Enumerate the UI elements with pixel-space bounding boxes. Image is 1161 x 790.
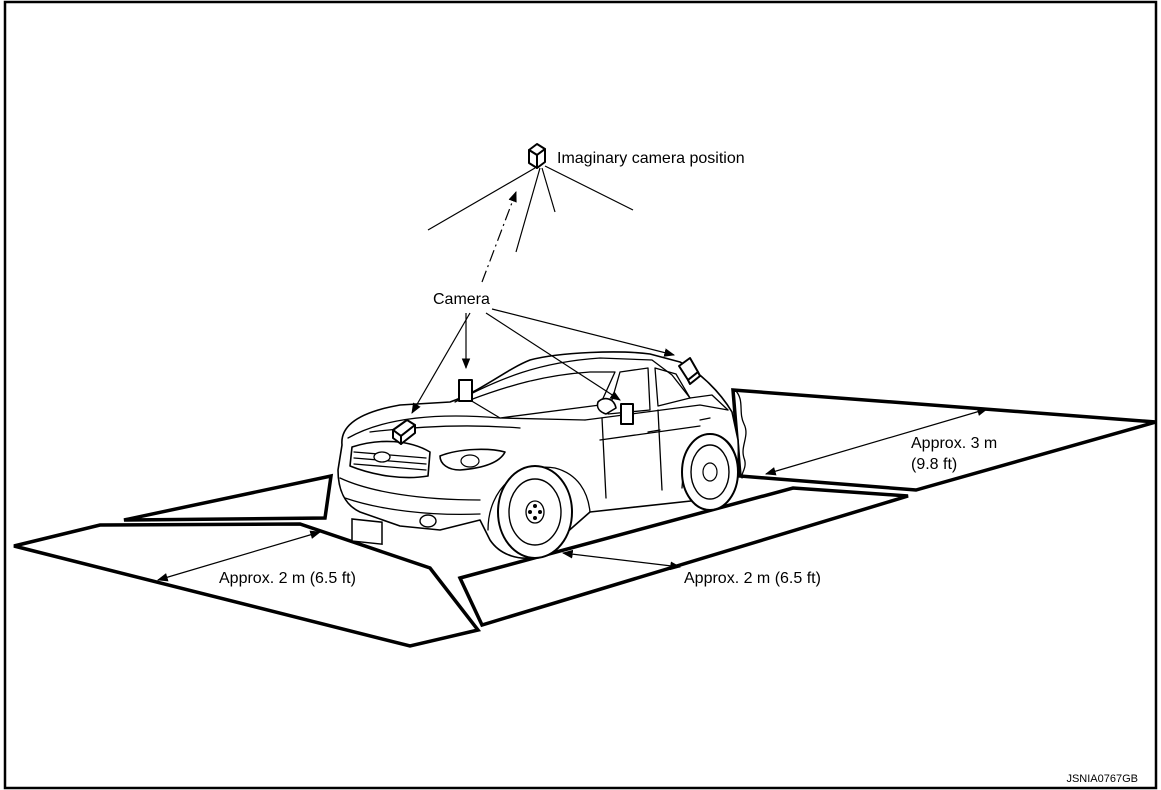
figure-code: JSNIA0767GB [1066, 773, 1138, 785]
side-mirror-camera-icon [621, 404, 633, 424]
hood-camera-icon [459, 380, 472, 401]
imaginary-camera-icon [529, 144, 545, 168]
imaginary-view-lines [428, 166, 633, 252]
rear-distance-label-line2: (9.8 ft) [911, 456, 957, 473]
imaginary-camera-label: Imaginary camera position [557, 150, 745, 167]
rear-distance-label-line1: Approx. 3 m [911, 435, 997, 452]
virtual-view-arrow [482, 192, 516, 282]
side-distance-label: Approx. 2 m (6.5 ft) [684, 570, 821, 587]
vehicle-illustration [338, 352, 746, 558]
side-distance-arrow [563, 553, 680, 567]
camera-label: Camera [433, 291, 490, 308]
front-distance-label: Approx. 2 m (6.5 ft) [219, 570, 356, 587]
